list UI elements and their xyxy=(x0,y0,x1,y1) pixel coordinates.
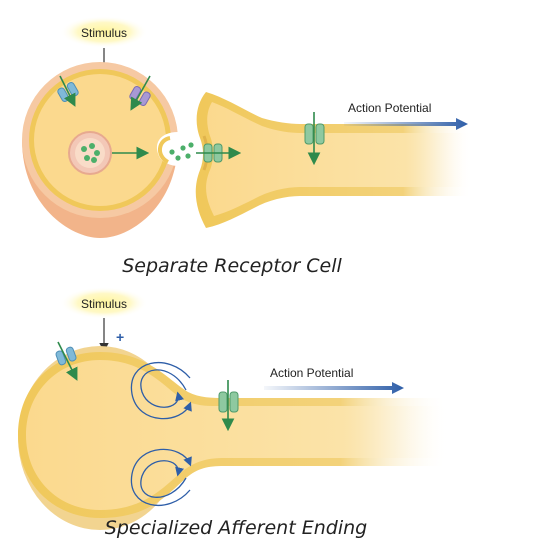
bottom-panel: Stimulus + Action Potential xyxy=(18,287,448,539)
action-potential-label: Action Potential xyxy=(348,101,431,115)
ion-influx-arrow xyxy=(57,341,78,381)
plus-sign: + xyxy=(116,329,124,345)
nucleus-inner xyxy=(75,138,105,168)
current-loop xyxy=(140,369,187,408)
vesicle xyxy=(89,143,95,149)
voltage-gated-channel xyxy=(304,123,325,145)
vesicle xyxy=(84,155,90,161)
stretch-ion-channel xyxy=(55,346,77,366)
local-current-loops xyxy=(130,362,192,506)
stimulus-glow xyxy=(60,16,148,48)
vesicle xyxy=(94,150,100,156)
afferent-neuron-axoplasm xyxy=(206,102,472,216)
afferent-ending-axoplasm xyxy=(26,360,448,510)
action-potential-arrow xyxy=(264,382,404,394)
vesicle xyxy=(91,157,97,163)
transmitter xyxy=(169,149,175,155)
ion-influx-arrow xyxy=(130,75,151,111)
voltage-gated-channel xyxy=(218,391,239,413)
transmitter xyxy=(180,145,186,151)
vesicle xyxy=(81,146,87,152)
transmitter xyxy=(188,142,194,148)
stimulus-glow xyxy=(60,287,148,319)
current-loop xyxy=(130,448,192,506)
stimulus-label: Stimulus xyxy=(81,26,127,40)
receptor-cell xyxy=(22,62,180,238)
current-loop xyxy=(140,460,187,498)
synaptic-notch-edge xyxy=(158,136,171,164)
transmitter xyxy=(175,155,181,161)
stimulus-label: Stimulus xyxy=(81,297,127,311)
action-potential-label: Action Potential xyxy=(270,366,353,380)
caption-specialized-ending: Specialized Afferent Ending xyxy=(105,517,367,539)
caption-separate-receptor: Separate Receptor Cell xyxy=(122,255,342,277)
top-panel: Stimulus xyxy=(22,16,473,277)
afferent-ending xyxy=(18,346,448,530)
current-loop xyxy=(130,362,192,420)
ion-influx-arrow xyxy=(59,75,76,107)
transmitter xyxy=(185,153,191,159)
action-potential-arrow xyxy=(344,118,468,130)
